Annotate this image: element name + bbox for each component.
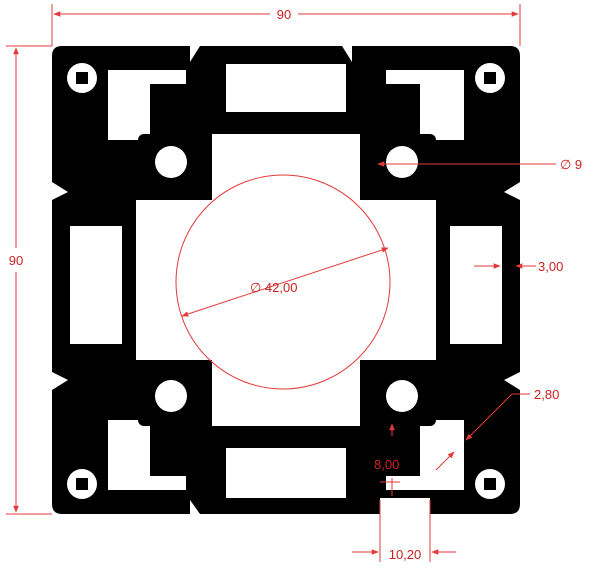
dimension-width: 90 (51, 4, 521, 46)
dimension-core-diameter: ∅ 42,00 (181, 247, 389, 317)
dimension-width-label: 90 (277, 7, 291, 22)
dimension-wall-thickness: 3,00 (474, 259, 563, 274)
inner-holes (138, 134, 436, 426)
dimension-core-diameter-label: ∅ 42,00 (250, 280, 297, 295)
inner-hole-top-left (138, 134, 204, 194)
dimension-hole-diameter-label: ∅ 9 (560, 157, 582, 172)
inner-hole-bottom-right (370, 366, 436, 426)
dimension-hole-diameter: ∅ 9 (377, 157, 582, 172)
inner-hole-bottom-left (138, 366, 204, 426)
dimension-slot-width-label: 10,20 (389, 547, 422, 562)
dimension-slot-opening: 8,00 (374, 423, 400, 496)
corner-hole-accents (76, 72, 496, 490)
core-circle (175, 174, 391, 390)
dimension-height-label: 90 (9, 253, 23, 268)
dimension-slot-opening-label: 8,00 (374, 457, 399, 472)
dimension-web-thickness-label: 2,80 (534, 387, 559, 402)
dimension-wall-thickness-label: 3,00 (538, 259, 563, 274)
dimension-slot-width: 10,20 (352, 500, 456, 562)
dimension-height: 90 (6, 45, 52, 515)
dimension-web-thickness: 2,80 (435, 387, 559, 471)
